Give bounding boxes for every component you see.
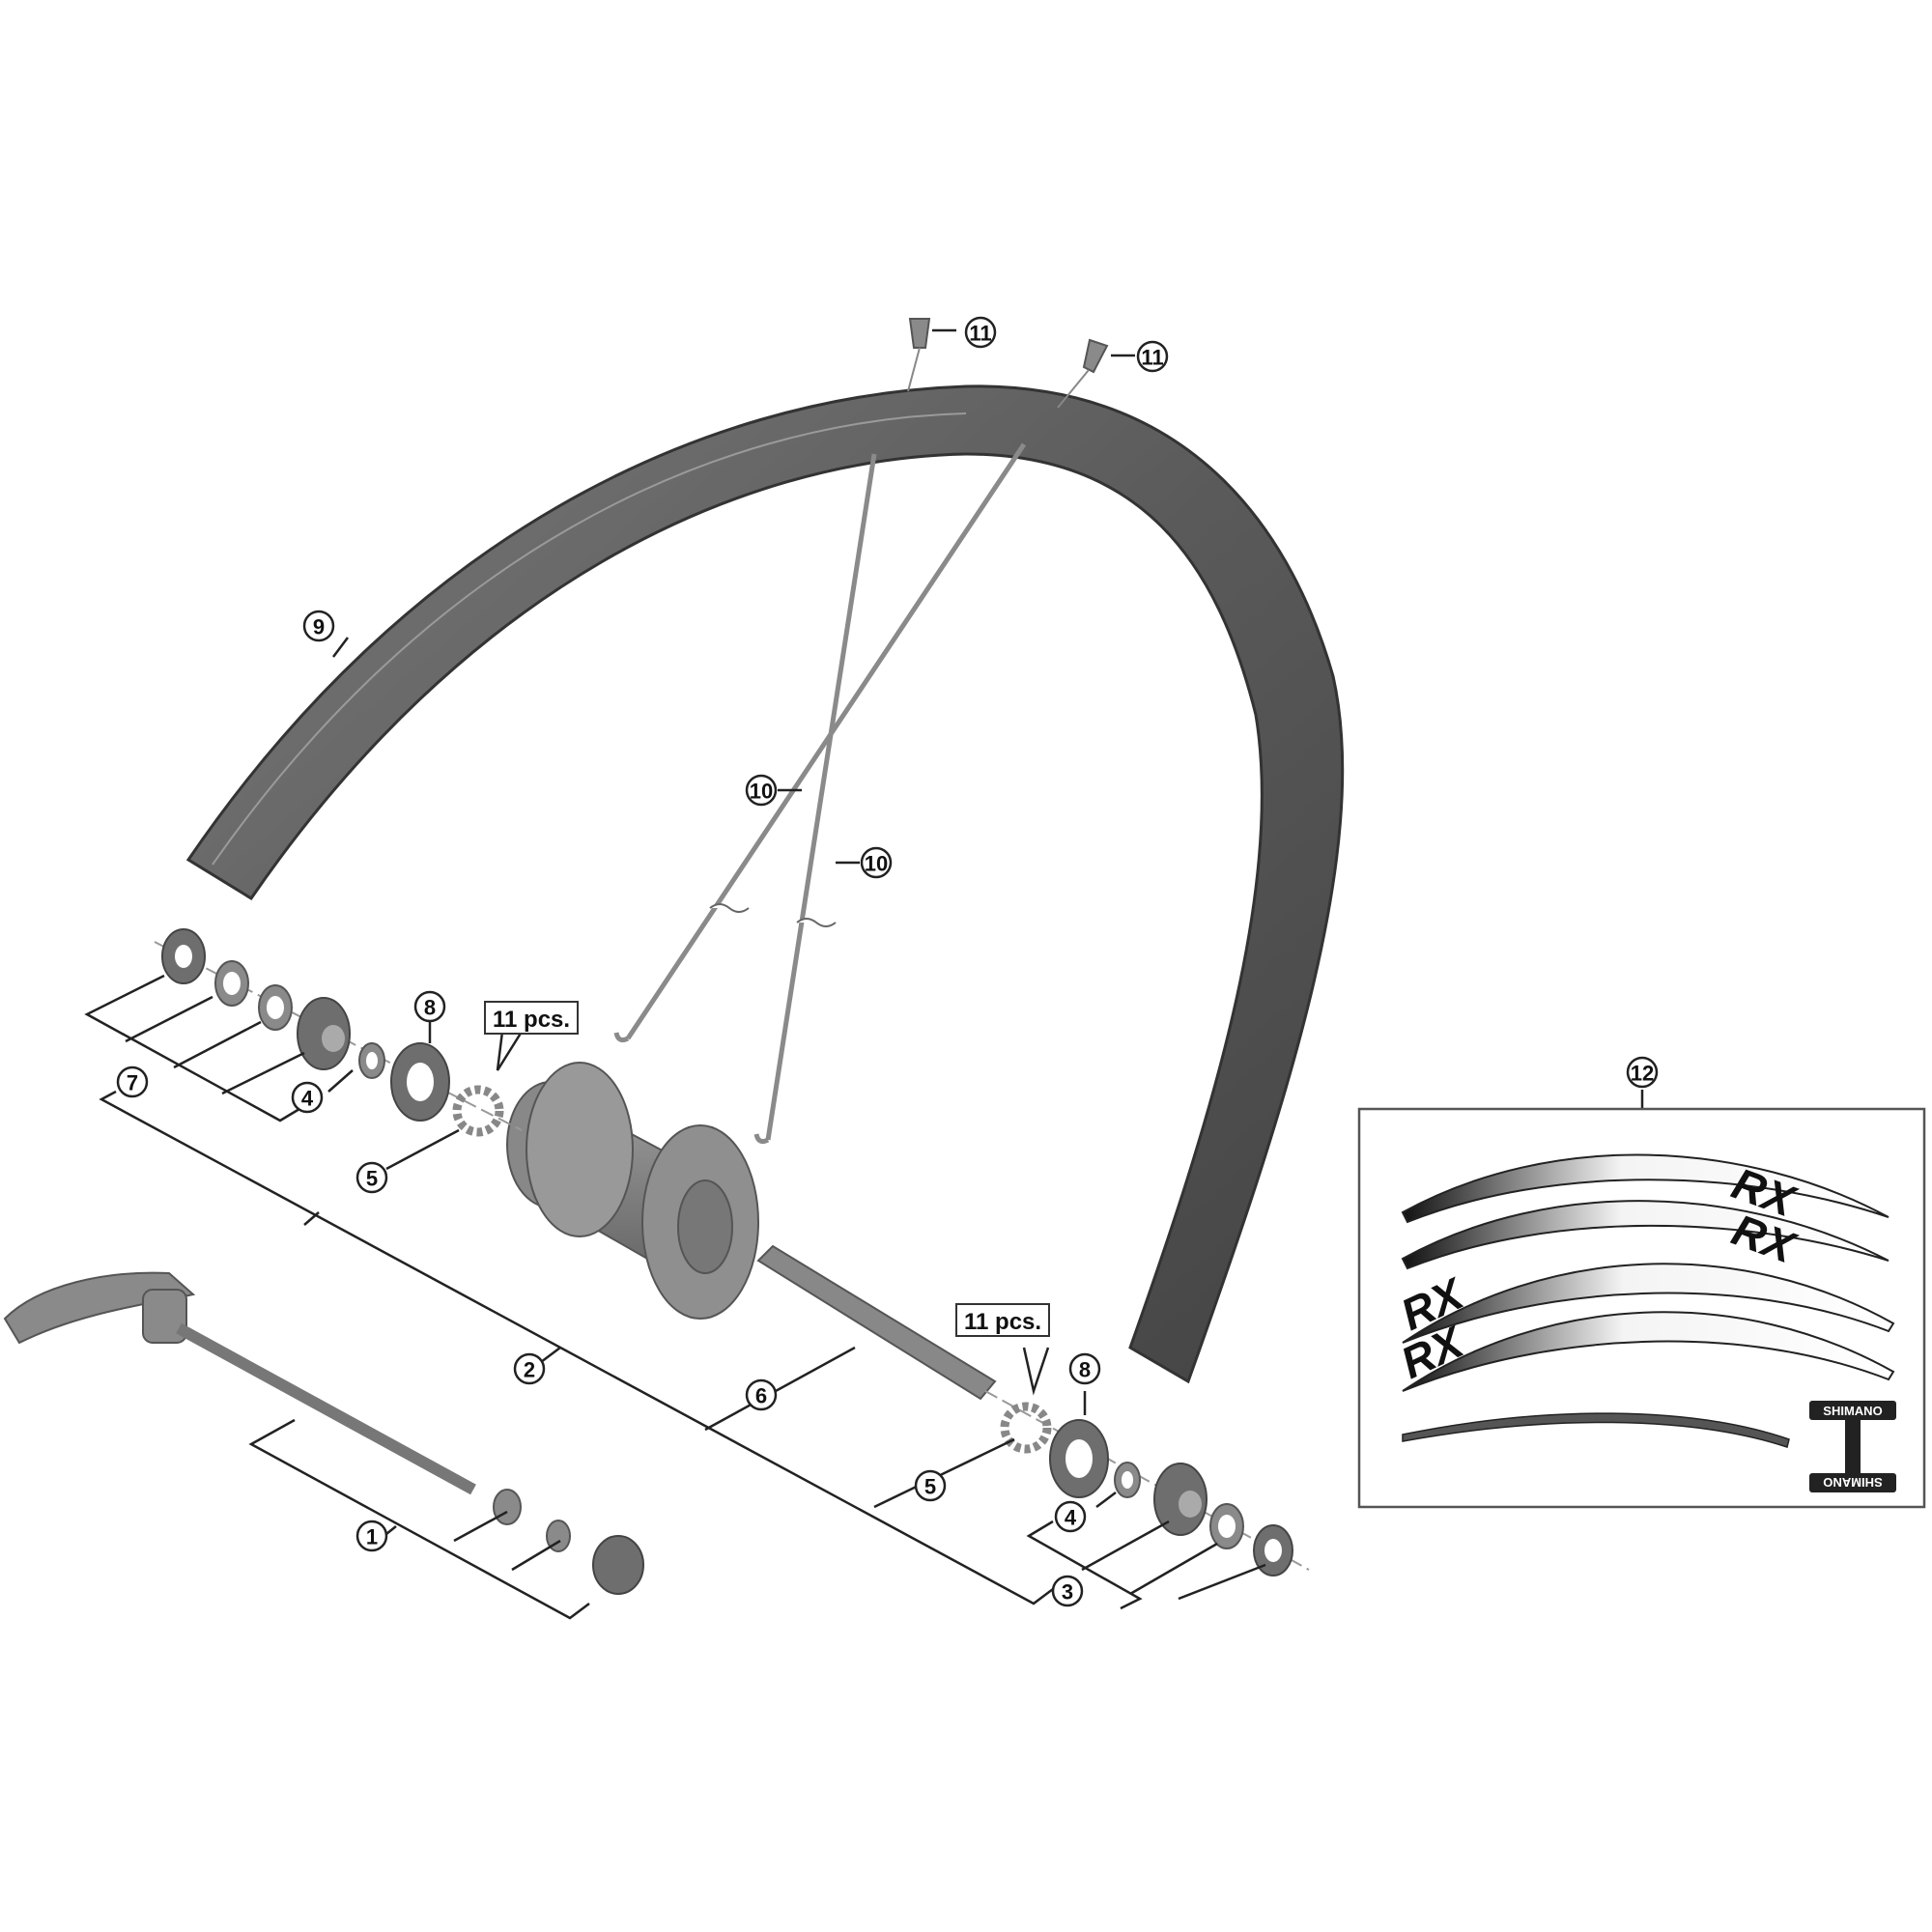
spoke-nipple-1 bbox=[907, 318, 931, 392]
rim-info-decal bbox=[1402, 1412, 1790, 1448]
callout-12: 12 bbox=[1626, 1056, 1659, 1089]
svg-text:10: 10 bbox=[750, 780, 773, 804]
callout-4-right: 4 bbox=[1054, 1500, 1087, 1533]
svg-text:12: 12 bbox=[1631, 1062, 1654, 1086]
spokes bbox=[613, 442, 1027, 1144]
svg-text:11 pcs.: 11 pcs. bbox=[964, 1309, 1041, 1335]
svg-text:SHIMANO: SHIMANO bbox=[1823, 1475, 1882, 1490]
svg-text:4: 4 bbox=[301, 1087, 314, 1111]
callout-10-upper: 10 bbox=[745, 774, 778, 807]
callout-7: 7 bbox=[116, 1065, 149, 1098]
spoke-nipple-2 bbox=[1057, 338, 1109, 409]
callout-2: 2 bbox=[513, 1352, 546, 1385]
callout-1: 1 bbox=[355, 1520, 388, 1552]
svg-text:2: 2 bbox=[524, 1358, 535, 1382]
callout-10-lower: 10 bbox=[860, 846, 893, 879]
svg-text:4: 4 bbox=[1065, 1506, 1077, 1530]
svg-text:11: 11 bbox=[1141, 346, 1163, 370]
right-bearing-parts bbox=[1000, 1402, 1293, 1577]
svg-text:3: 3 bbox=[1062, 1580, 1073, 1605]
decal-set-box: RX RX RX RX SHIMANO SHIMANO bbox=[1357, 1107, 1926, 1509]
quantity-label-left: 11 pcs. bbox=[484, 1001, 579, 1035]
axis-line-right bbox=[984, 1390, 1310, 1571]
callout-11-right: 11 bbox=[1136, 340, 1169, 373]
svg-text:10: 10 bbox=[865, 852, 888, 876]
callout-3: 3 bbox=[1051, 1575, 1084, 1607]
left-bearing-parts bbox=[161, 928, 504, 1137]
svg-text:8: 8 bbox=[1079, 1358, 1091, 1382]
callout-8-right: 8 bbox=[1068, 1352, 1101, 1385]
callout-9: 9 bbox=[302, 610, 335, 642]
svg-text:9: 9 bbox=[313, 615, 325, 639]
shimano-hub-decal: SHIMANO SHIMANO bbox=[1809, 1401, 1896, 1492]
callout-11-left: 11 bbox=[964, 316, 997, 349]
svg-text:5: 5 bbox=[366, 1167, 378, 1191]
quick-release-skewer bbox=[3, 1271, 644, 1595]
quantity-label-right: 11 pcs. bbox=[955, 1303, 1050, 1337]
callout-6: 6 bbox=[745, 1378, 778, 1411]
leader-lines bbox=[84, 328, 1644, 1620]
callout-5-left: 5 bbox=[355, 1161, 388, 1194]
svg-text:6: 6 bbox=[755, 1384, 767, 1408]
svg-text:SHIMANO: SHIMANO bbox=[1823, 1404, 1882, 1418]
svg-text:5: 5 bbox=[924, 1475, 936, 1499]
svg-text:7: 7 bbox=[127, 1071, 138, 1095]
svg-text:1: 1 bbox=[366, 1525, 378, 1549]
svg-text:11 pcs.: 11 pcs. bbox=[493, 1007, 570, 1033]
hub-body bbox=[506, 1062, 759, 1320]
svg-text:8: 8 bbox=[424, 996, 436, 1020]
callout-5-right: 5 bbox=[914, 1469, 947, 1502]
callout-8-left: 8 bbox=[413, 990, 446, 1023]
rim bbox=[185, 384, 1345, 1384]
hub-axle bbox=[756, 1244, 997, 1401]
callout-4-left: 4 bbox=[291, 1081, 324, 1114]
svg-text:11: 11 bbox=[969, 322, 991, 346]
